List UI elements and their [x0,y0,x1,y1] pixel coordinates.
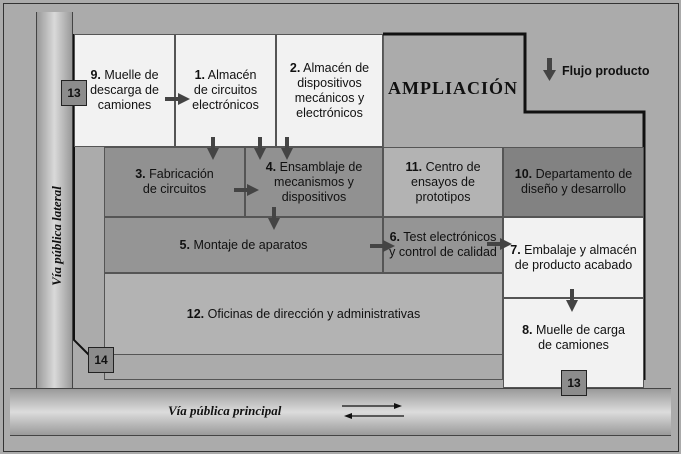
area-7-embalaje-almacen: 7. Embalaje y almacén de producto acabad… [503,217,644,298]
area-2-almacen-dispositivos: 2. Almacén de dispositivos mecánicos y e… [276,34,383,147]
flow-arrow-icon [207,137,219,160]
area-3-fabricacion-circuitos: 3. Fabricación de circuitos [104,147,245,217]
area-6-test-electronicos: 6. Test electrónicos y control de calida… [383,217,503,273]
flow-arrow-icon [543,58,556,81]
two-way-arrow-icon [342,403,404,419]
flow-arrow-icon [370,240,395,252]
ampliacion-label: AMPLIACIÓN [388,78,518,98]
area-10-diseno-desarrollo: 10. Departamento de diseño y desarrollo [503,147,644,217]
flow-arrow-icon [234,184,259,196]
legend-label: Flujo producto [562,64,650,78]
lower-corridor [104,355,503,380]
principal-road-label: Vía pública principal [168,403,282,418]
principal-road [10,388,671,436]
dock-badge-13-bottom: 13 [561,370,587,396]
area-5-montaje-aparatos: 5. Montaje de aparatos [104,217,383,273]
flow-arrow-icon [268,207,280,230]
dock-badge-13-left: 13 [61,80,87,106]
lateral-road [36,12,73,392]
flow-arrow-icon [254,137,266,160]
area-12-oficinas: 12. Oficinas de dirección y administrati… [104,273,503,355]
outer-frame [3,3,679,452]
flow-arrow-icon [566,289,578,312]
dock-badge-14: 14 [88,347,114,373]
area-11-centro-ensayos: 11. Centro de ensayos de prototipos [383,147,503,217]
flow-arrow-icon [487,238,512,250]
area-1-almacen-circuitos: 1. Almacén de circuitos electrónicos [175,34,276,147]
area-9-muelle-descarga: 9. Muelle de descarga de camiones [74,34,175,147]
area-4-ensamblaje: 4. Ensamblaje de mecanismos y dispositiv… [245,147,383,217]
flow-arrow-icon [281,137,293,160]
flow-arrow-icon [165,93,190,105]
